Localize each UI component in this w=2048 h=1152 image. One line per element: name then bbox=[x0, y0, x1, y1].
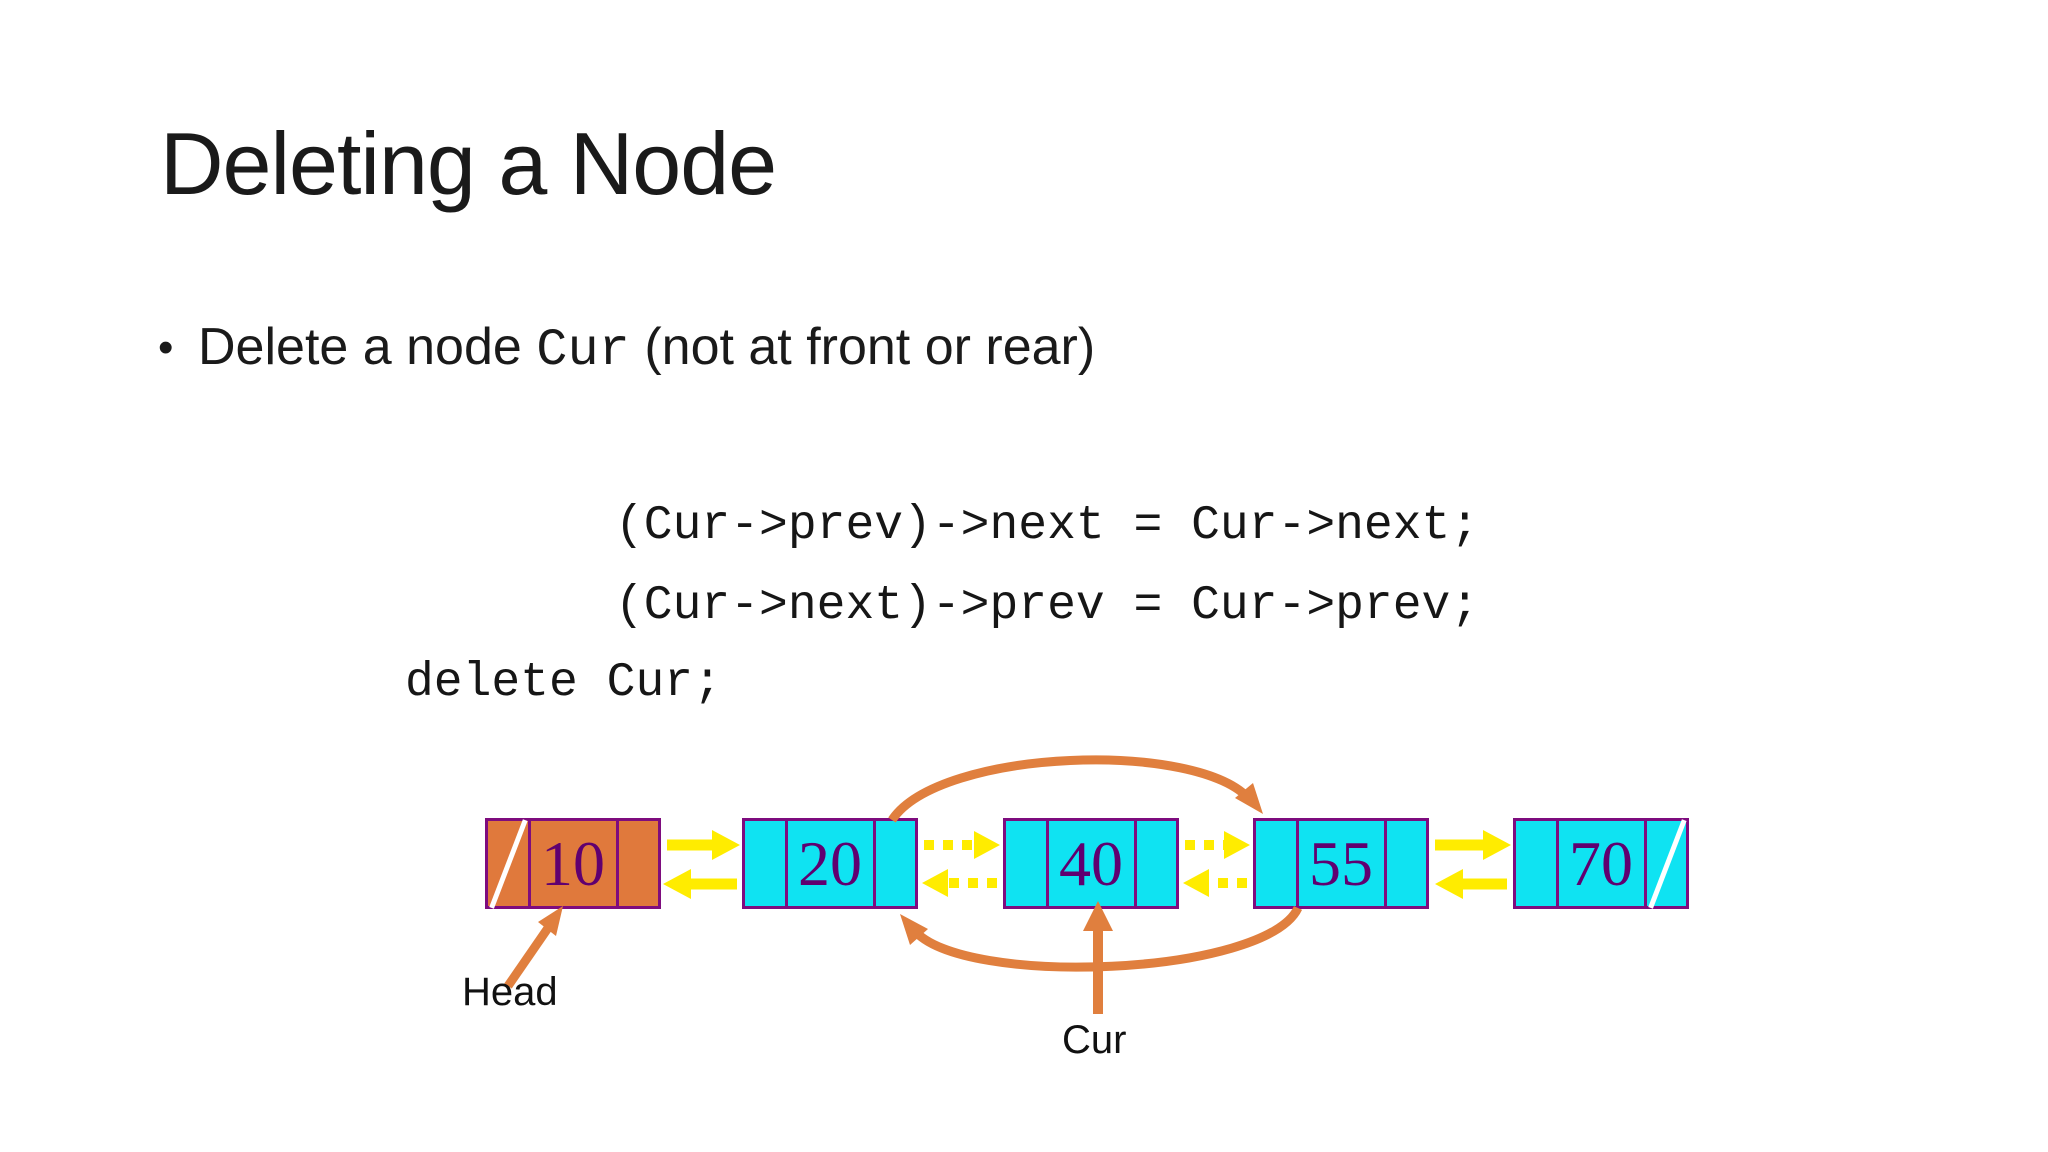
bullet-line: • Delete a node Cur (not at front or rear… bbox=[158, 316, 1095, 382]
slide-title: Deleting a Node bbox=[160, 114, 777, 213]
list-node-10: 10 bbox=[485, 818, 661, 909]
node40-value: 40 bbox=[1059, 827, 1123, 899]
node55-next-pointer-cell bbox=[1383, 821, 1427, 906]
node20-next-pointer-cell bbox=[872, 821, 916, 906]
next-arrow-10-20 bbox=[667, 830, 740, 860]
list-node-40: 40 bbox=[1003, 818, 1179, 909]
prev-arrow-20-10 bbox=[663, 869, 737, 899]
broken-next-arrow-20-40 bbox=[924, 831, 1000, 859]
node55-prev-pointer-cell bbox=[1256, 821, 1299, 906]
code-line-2: (Cur->next)->prev = Cur->prev; bbox=[615, 579, 1480, 633]
bullet-text-before: Delete a node bbox=[198, 318, 537, 376]
null-pointer-slash bbox=[1648, 818, 1687, 909]
bypass-next-arc bbox=[888, 755, 1263, 823]
bullet-marker-icon: • bbox=[158, 323, 174, 372]
node70-next-pointer-cell bbox=[1643, 818, 1687, 909]
cur-pointer-arrow bbox=[1083, 901, 1113, 1014]
node10-value: 10 bbox=[541, 827, 605, 899]
bullet-inline-code-cur: Cur bbox=[536, 321, 630, 380]
list-node-20: 20 bbox=[742, 818, 918, 909]
list-node-70: 70 bbox=[1513, 818, 1689, 909]
head-label: Head bbox=[462, 970, 558, 1014]
node10-prev-pointer-cell bbox=[488, 818, 531, 909]
node40-next-pointer-cell bbox=[1133, 821, 1177, 906]
bypass-prev-arc bbox=[900, 905, 1303, 972]
code-line-1: (Cur->prev)->next = Cur->next; bbox=[615, 499, 1480, 553]
broken-prev-arrow-40-20 bbox=[922, 869, 997, 897]
node20-prev-pointer-cell bbox=[745, 821, 788, 906]
bullet-text-after: (not at front or rear) bbox=[629, 318, 1096, 376]
list-node-55: 55 bbox=[1253, 818, 1429, 909]
node40-prev-pointer-cell bbox=[1006, 821, 1049, 906]
null-pointer-slash bbox=[489, 818, 528, 909]
prev-arrow-70-55 bbox=[1435, 869, 1507, 899]
node10-next-pointer-cell bbox=[615, 821, 659, 906]
node20-value: 20 bbox=[798, 827, 862, 899]
node70-prev-pointer-cell bbox=[1516, 821, 1559, 906]
broken-next-arrow-40-55 bbox=[1185, 831, 1250, 859]
broken-prev-arrow-55-40 bbox=[1183, 869, 1247, 897]
node55-value: 55 bbox=[1309, 827, 1373, 899]
node70-value: 70 bbox=[1569, 827, 1633, 899]
cur-label: Cur bbox=[1062, 1018, 1127, 1062]
next-arrow-55-70 bbox=[1435, 830, 1511, 860]
code-line-3: delete Cur; bbox=[405, 656, 722, 710]
